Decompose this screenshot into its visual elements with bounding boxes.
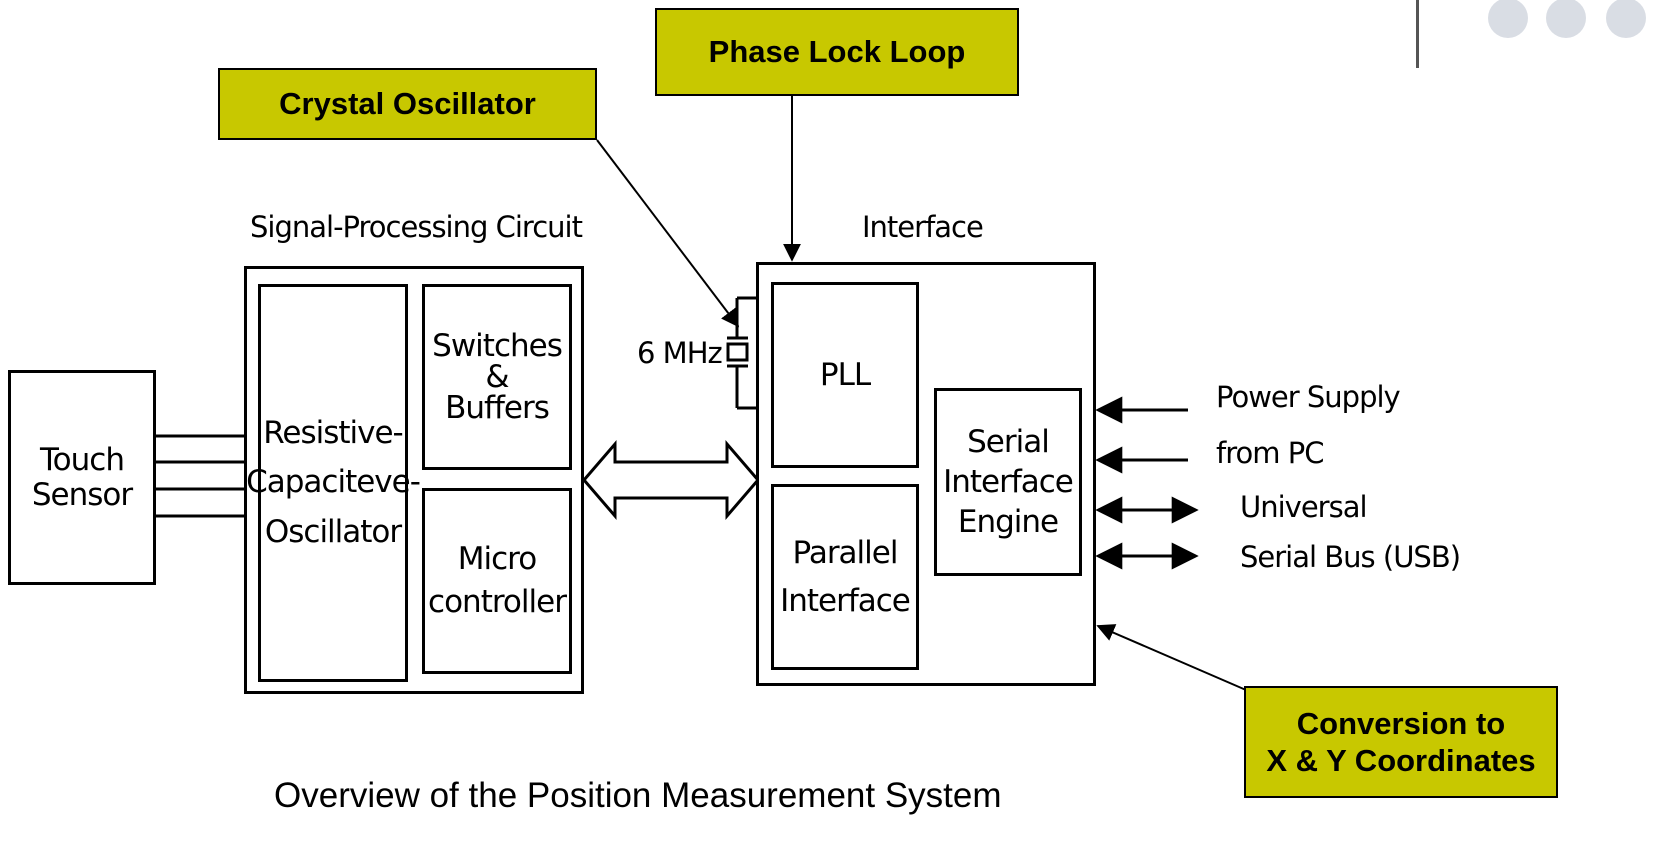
serial-engine-label: Serial Interface Engine — [943, 423, 1074, 541]
crystal-oscillator-callout: Crystal Oscillator — [218, 68, 597, 140]
slide-divider-line — [1416, 0, 1419, 68]
serial-engine-block — [934, 388, 1082, 576]
microcontroller-block — [422, 488, 572, 674]
power-supply-label: Power Supply — [1216, 380, 1401, 414]
signal-processing-title: Signal-Processing Circuit — [250, 210, 583, 244]
pll-block — [771, 282, 919, 468]
phase-lock-loop-callout: Phase Lock Loop — [655, 8, 1019, 96]
switches-block — [422, 284, 572, 470]
conversion-callout: Conversion to X & Y Coordinates — [1244, 686, 1558, 798]
touch-sensor-label: Touch Sensor — [31, 441, 133, 513]
conversion-callout-arrow — [1096, 624, 1247, 691]
parallel-interface-block — [771, 484, 919, 670]
parallel-interface-label: Parallel Interface — [780, 534, 911, 619]
crystal-frequency-label: 6 MHz — [637, 336, 723, 370]
touch-sensor-block — [8, 370, 156, 585]
slide-dot-1 — [1488, 0, 1528, 38]
oscillator-label: Resistive- Capaciteve- Oscillator — [246, 414, 421, 550]
usb-label: Serial Bus (USB) — [1240, 540, 1461, 574]
crystal-callout-arrow — [596, 139, 740, 328]
pll-label: PLL — [819, 356, 871, 393]
sensor-bus-lines — [154, 434, 246, 518]
slide-dot-2 — [1546, 0, 1586, 38]
slide-dot-3 — [1606, 0, 1646, 38]
bus-double-arrow — [582, 439, 760, 521]
oscillator-block — [258, 284, 408, 682]
switches-label: Switches & Buffers — [432, 327, 563, 426]
microcontroller-label: Micro controller — [428, 540, 567, 620]
crystal-symbol — [726, 296, 758, 410]
diagram-caption: Overview of the Position Measurement Sys… — [274, 776, 1002, 815]
from-pc-label: from PC — [1216, 436, 1324, 470]
interface-title: Interface — [862, 210, 984, 244]
universal-label: Universal — [1240, 490, 1368, 524]
